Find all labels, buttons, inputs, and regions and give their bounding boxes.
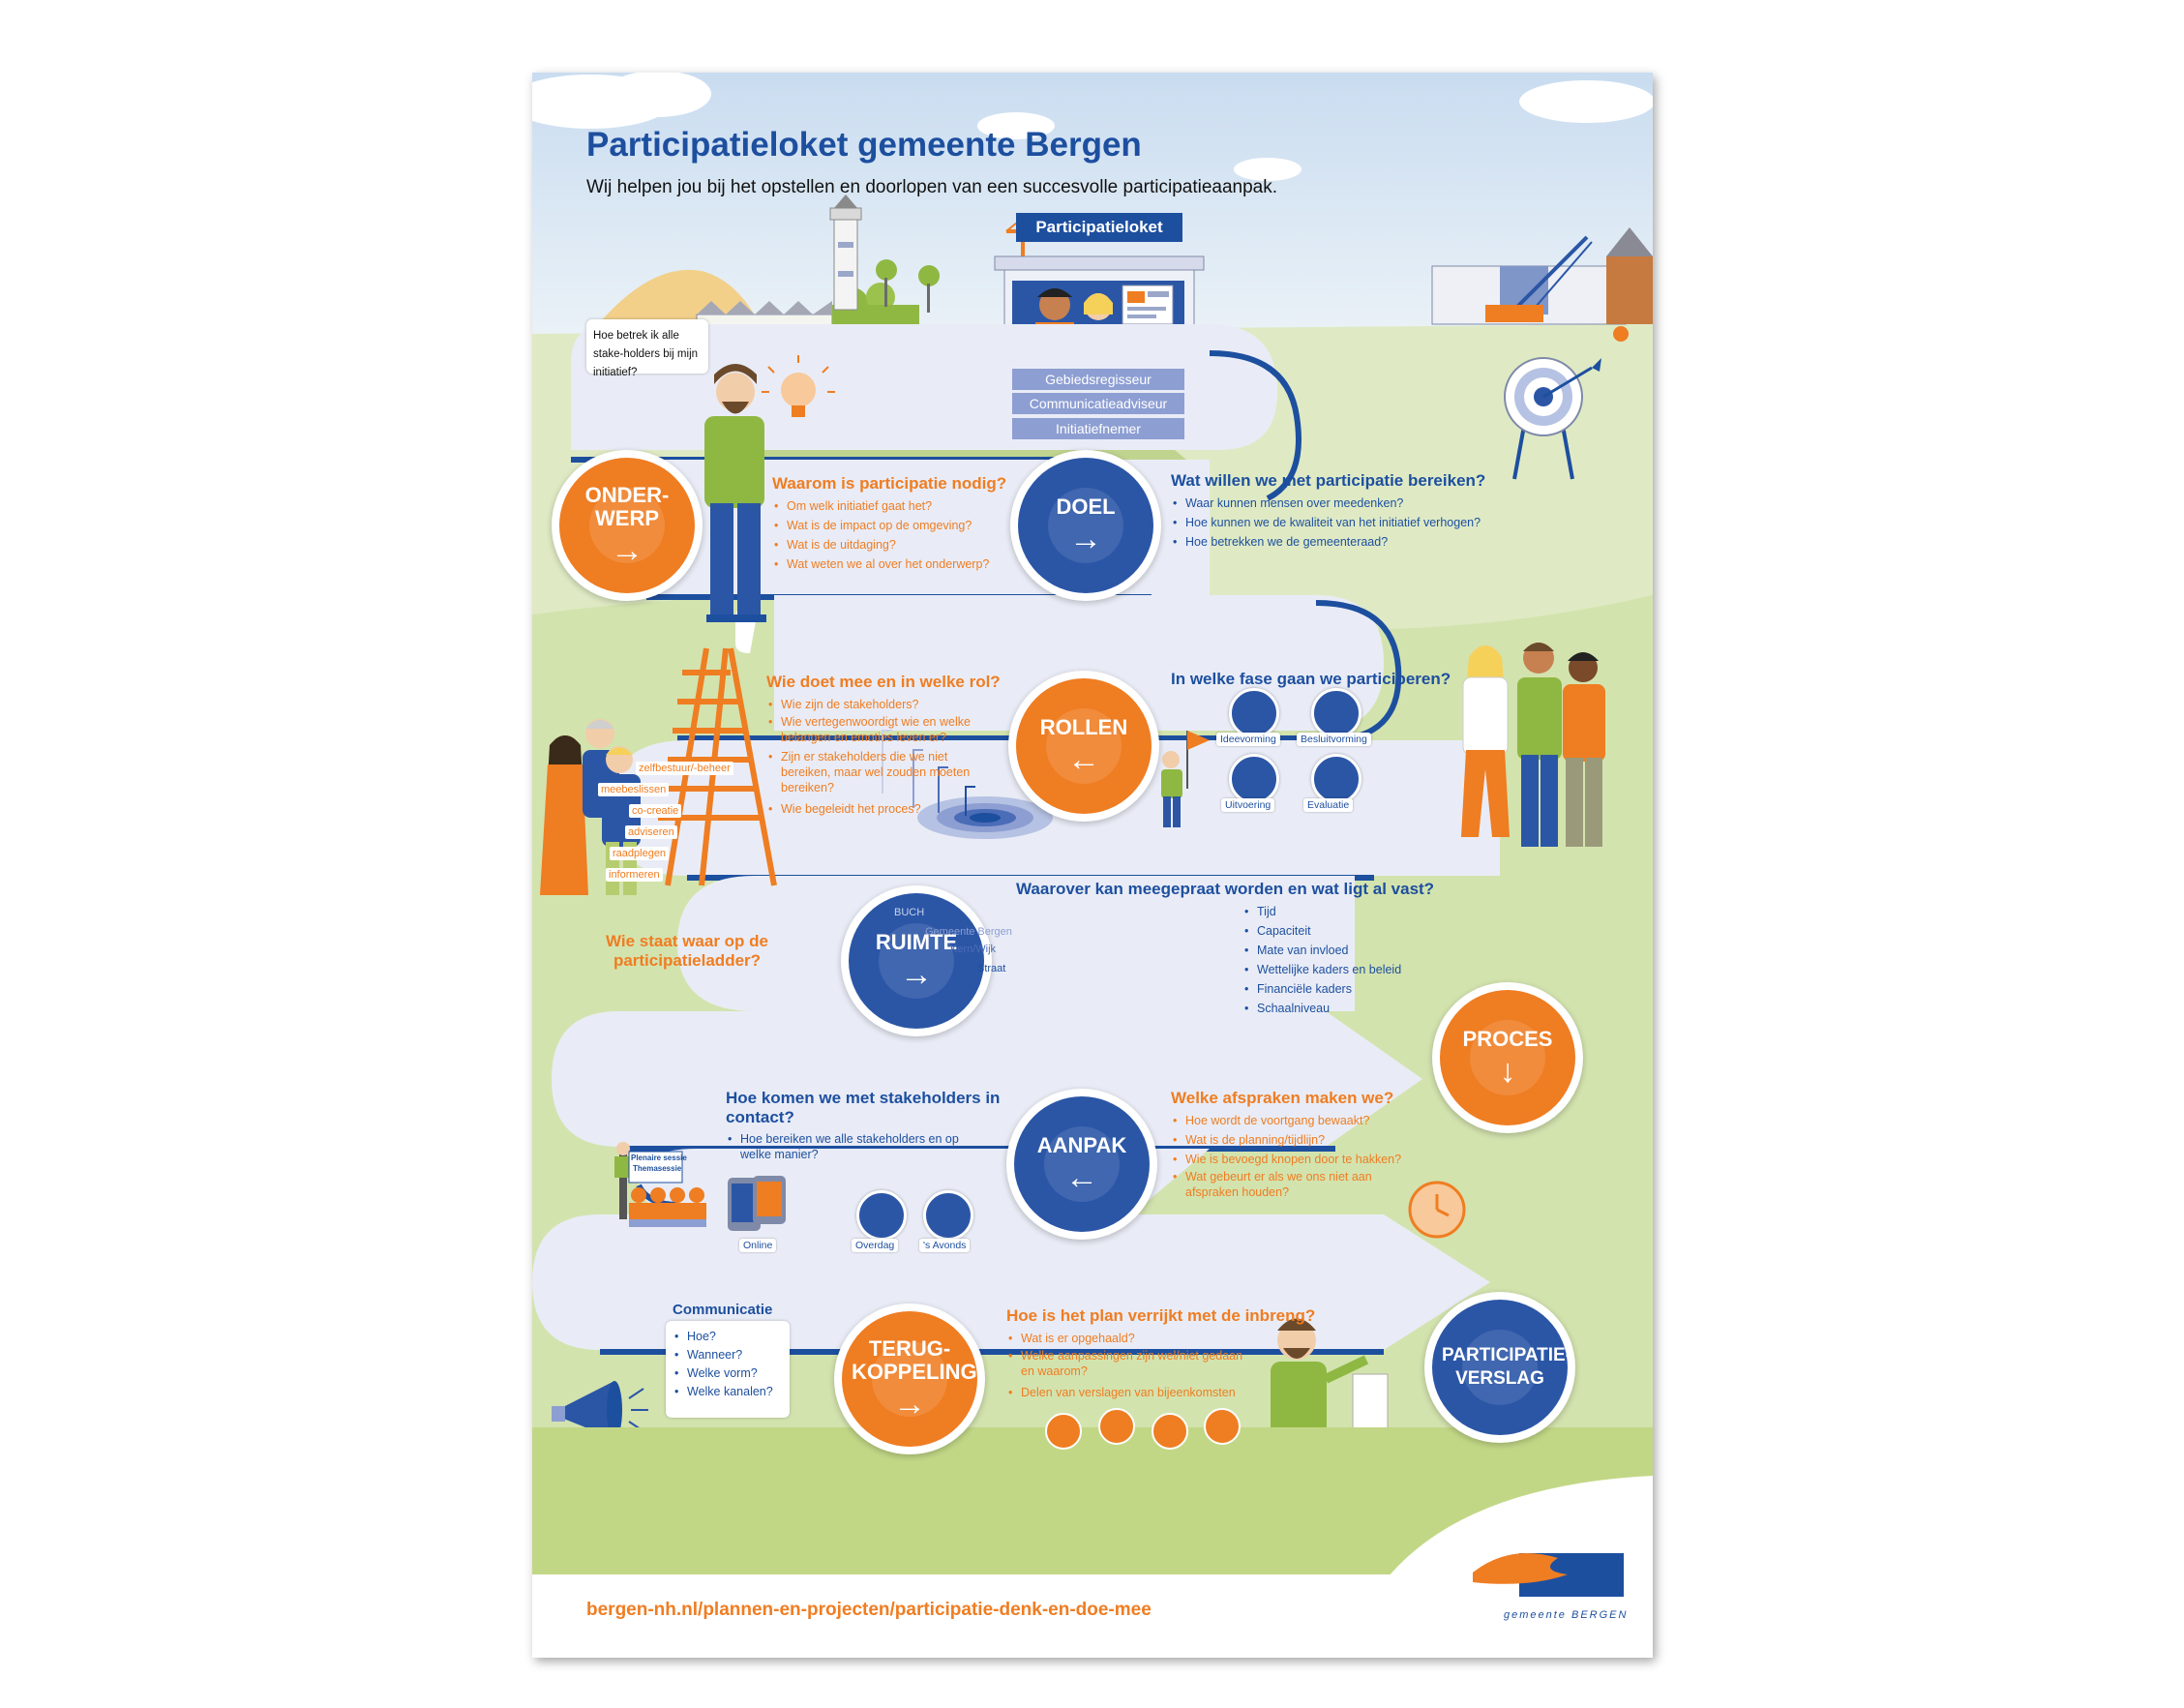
- gemeente-bergen-logo: [1473, 1553, 1624, 1597]
- board-plenaire: Plenaire sessie: [631, 1154, 687, 1162]
- list-verrijkt: Wat is er opgehaald? Welke aanpassingen …: [1006, 1329, 1258, 1402]
- star-icon: [1152, 1413, 1188, 1450]
- heading-contact: Hoe komen we met stakeholders in contact…: [726, 1089, 1001, 1126]
- channel-online: Online: [739, 1239, 777, 1252]
- list-communicatie: Hoe? Wanneer? Welke vorm? Welke kanalen?: [673, 1328, 773, 1401]
- people-group-left: [540, 719, 641, 895]
- ladder-level: raadplegen: [610, 847, 670, 860]
- step-onderwerp[interactable]: ONDER-WERP →: [559, 458, 695, 593]
- level-gemeente: Gemeente Bergen: [925, 926, 1012, 938]
- people-group-right: [1461, 643, 1605, 847]
- list-doel: Waar kunnen mensen over meedenken? Hoe k…: [1171, 494, 1481, 552]
- step-ruimte[interactable]: RUIMTE →: [849, 893, 984, 1029]
- heading-rollen: Wie doet mee en in welke rol?: [766, 673, 1001, 691]
- step-doel[interactable]: DOEL →: [1018, 458, 1153, 593]
- phase-besluitvorming: Besluitvorming: [1297, 733, 1371, 746]
- lightbulb-phase-icon: [1229, 688, 1279, 738]
- clock-icon: [1408, 1181, 1466, 1239]
- man-with-flag: [1161, 751, 1182, 827]
- megaphone-icon: [552, 1381, 648, 1439]
- ladder-level: informeren: [606, 868, 663, 882]
- target-icon: [1504, 357, 1601, 480]
- heading-doel: Wat willen we met participatie bereiken?: [1171, 471, 1486, 490]
- footer-url[interactable]: bergen-nh.nl/plannen-en-projecten/partic…: [586, 1600, 1152, 1620]
- level-straat: Straat: [977, 963, 1006, 974]
- shovel-icon: [1229, 754, 1279, 804]
- chat-icon: [1098, 1408, 1135, 1445]
- step-terugkoppeling[interactable]: TERUG-KOPPELING →: [842, 1311, 977, 1447]
- loket-title: Participatieloket: [1016, 213, 1182, 242]
- heading-waarom: Waarom is participatie nodig?: [772, 474, 1007, 493]
- level-kern-wijk: Kern/Wijk: [950, 944, 997, 955]
- page-subtitle: Wij helpen jou bij het opstellen en door…: [586, 177, 1278, 197]
- step-rollen[interactable]: ROLLEN ←: [1016, 678, 1152, 814]
- skyline-right: [1431, 227, 1653, 342]
- speech-bubble: Hoe betrek ik alle stake-holders bij mij…: [586, 319, 708, 378]
- step-aanpak[interactable]: AANPAK ←: [1014, 1096, 1150, 1232]
- ladder-level: meebeslissen: [598, 783, 670, 796]
- meeting-illustration: [614, 1142, 706, 1227]
- lightbulb-icon: [762, 355, 835, 417]
- heading-afspraken: Welke afspraken maken we?: [1171, 1089, 1394, 1107]
- man-green-shirt: [704, 364, 766, 622]
- heading-communicatie: Communicatie: [673, 1302, 773, 1318]
- board-themasessie: Themasessie: [633, 1164, 682, 1173]
- poster: Participatieloket gemeente Bergen Wij he…: [532, 73, 1653, 1658]
- page-title: Participatieloket gemeente Bergen: [586, 126, 1142, 164]
- ladder-level: zelfbestuur/-beheer: [636, 762, 733, 775]
- list-contact: Hoe bereiken we alle stakeholders en op …: [726, 1131, 968, 1162]
- phase-evaluatie: Evaluatie: [1303, 798, 1354, 812]
- phase-ideevorming: Ideevorming: [1216, 733, 1280, 746]
- step-participatieverslag[interactable]: PARTICIPATIE-VERSLAG: [1432, 1300, 1571, 1435]
- list-ruimte: Tijd Capaciteit Mate van invloed Wetteli…: [1242, 902, 1401, 1018]
- list-onderwerp: Om welk initiatief gaat het? Wat is de i…: [772, 496, 989, 574]
- role-gebiedsregisseur: Gebiedsregisseur: [1012, 369, 1184, 390]
- gavel-icon: [1311, 688, 1361, 738]
- level-buch: BUCH: [894, 907, 925, 918]
- channel-savonds: 's Avonds: [919, 1239, 971, 1252]
- heading-fase: In welke fase gaan we participeren?: [1171, 670, 1451, 688]
- ladder-question: Wie staat waar op de participatieladder?: [605, 932, 768, 970]
- step-proces[interactable]: PROCES ↓: [1440, 990, 1575, 1125]
- channel-overdag: Overdag: [852, 1239, 899, 1252]
- ladder-level: co-creatie: [629, 804, 682, 818]
- sun-icon: [856, 1190, 907, 1241]
- thumbs-up-icon: [1045, 1413, 1082, 1450]
- cloud-icon: [532, 73, 1653, 181]
- phone-icon: [728, 1176, 786, 1231]
- role-initiatiefnemer: Initiatiefnemer: [1012, 418, 1184, 439]
- firework-icon: [1204, 1408, 1241, 1445]
- heading-verrijkt: Hoe is het plan verrijkt met de inbreng?: [1006, 1306, 1316, 1325]
- phase-uitvoering: Uitvoering: [1221, 798, 1275, 812]
- list-afspraken: Hoe wordt de voortgang bewaakt? Wat is d…: [1171, 1111, 1403, 1200]
- ladder-level: adviseren: [625, 825, 677, 839]
- role-communicatieadviseur: Communicatieadviseur: [1012, 393, 1184, 414]
- heading-ruimte: Waarover kan meegepraat worden en wat li…: [1016, 880, 1435, 898]
- list-rollen: Wie zijn de stakeholders? Wie vertegenwo…: [766, 695, 994, 819]
- clipboard-icon: [1311, 754, 1361, 804]
- moon-icon: [923, 1190, 973, 1241]
- logo-text: gemeente BERGEN: [1504, 1609, 1629, 1621]
